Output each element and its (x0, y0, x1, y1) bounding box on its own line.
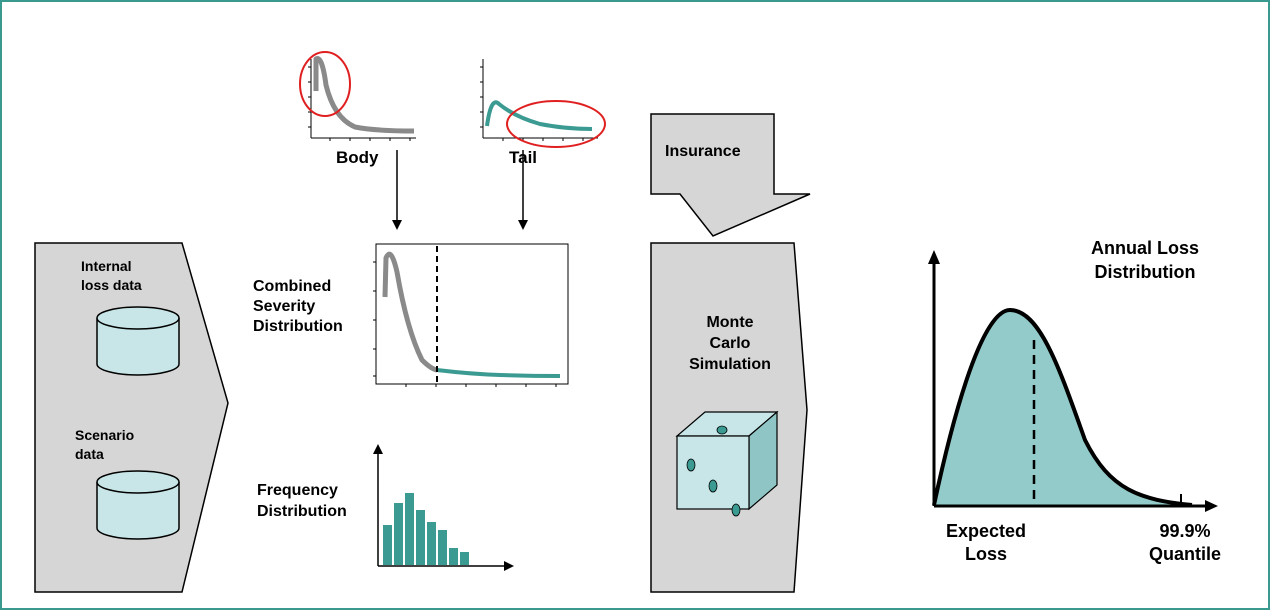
frequency-bar (438, 530, 447, 565)
body-label: Body (336, 148, 379, 167)
body-highlight-ellipse (299, 51, 351, 117)
annual-loss-area (934, 310, 1192, 505)
frequency-label: Frequency Distribution (257, 482, 347, 520)
quantile-label: 99.9% Quantile (1148, 521, 1221, 564)
frequency-bars (383, 493, 469, 565)
combined-severity-label: Combined Severity Distribution (253, 278, 343, 335)
frequency-bar (383, 525, 392, 565)
combined-severity-chart (373, 243, 569, 387)
frequency-chart (373, 444, 514, 571)
frequency-bar (460, 552, 469, 565)
frequency-bar (449, 548, 458, 565)
arrow-tail-to-severity (518, 150, 528, 230)
monte-carlo-label: Monte Carlo Simulation (689, 314, 771, 373)
data-sources-panel (34, 242, 229, 593)
tail-highlight-ellipse (506, 100, 606, 148)
frequency-bar (405, 493, 414, 565)
frequency-bar (416, 510, 425, 565)
scenario-data-label: Scenario data (75, 427, 135, 462)
frequency-bar (427, 522, 436, 565)
severity-tail-curve (436, 368, 561, 378)
insurance-label: Insurance (665, 143, 741, 160)
internal-loss-data-label: Internal loss data (81, 258, 142, 293)
annual-loss-curve (932, 307, 1193, 507)
frequency-bar (394, 503, 403, 565)
severity-body-curve (382, 251, 438, 373)
tail-label: Tail (509, 148, 538, 167)
tail-curve (485, 100, 593, 131)
annual-loss-title: Annual Loss Distribution (1090, 238, 1199, 282)
scenario-database-icon (96, 470, 180, 540)
body-curve (313, 56, 415, 134)
expected-loss-label: Expected Loss (945, 521, 1027, 564)
internal-loss-database-icon (96, 306, 180, 376)
body-chart (299, 51, 416, 141)
arrow-body-to-severity (392, 150, 402, 230)
insurance-arrow (650, 113, 811, 237)
tail-chart (480, 59, 606, 148)
annual-loss-chart (928, 250, 1218, 512)
dice-icon (675, 410, 779, 517)
